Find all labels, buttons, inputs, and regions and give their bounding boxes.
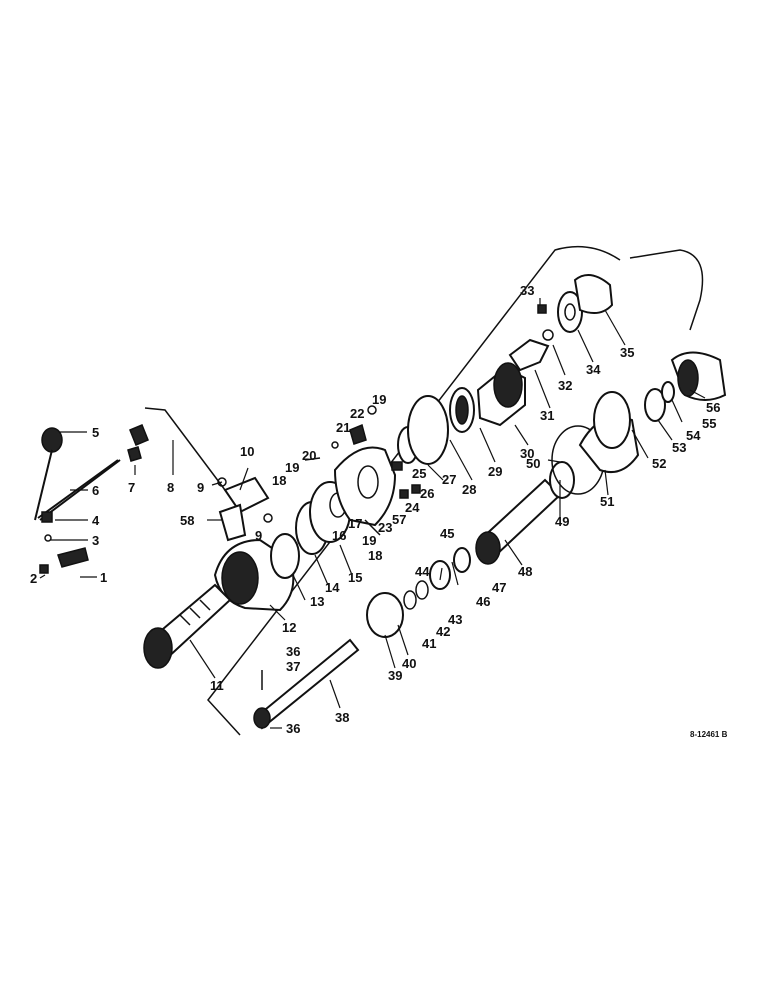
label-41: 41 bbox=[422, 636, 436, 651]
label-31: 31 bbox=[540, 408, 554, 423]
label-11: 11 bbox=[210, 678, 224, 693]
label-16: 16 bbox=[332, 528, 346, 543]
gear-group bbox=[476, 304, 554, 427]
label-12: 12 bbox=[282, 620, 296, 635]
label-29: 29 bbox=[488, 464, 502, 479]
label-46: 46 bbox=[476, 594, 490, 609]
main-housing-group bbox=[143, 538, 295, 669]
bracket-group bbox=[217, 476, 273, 542]
label-28: 28 bbox=[462, 482, 476, 497]
label-20: 20 bbox=[302, 448, 316, 463]
label-19b: 19 bbox=[372, 392, 386, 407]
label-30: 30 bbox=[520, 446, 534, 461]
label-51: 51 bbox=[600, 494, 614, 509]
label-49: 49 bbox=[555, 514, 569, 529]
label-24: 24 bbox=[405, 500, 420, 515]
label-36a: 36 bbox=[286, 644, 300, 659]
drawing-code: 8-12461 B bbox=[690, 730, 728, 739]
label-9b: 9 bbox=[255, 528, 262, 543]
label-22: 22 bbox=[350, 406, 364, 421]
label-54: 54 bbox=[686, 428, 701, 443]
label-56: 56 bbox=[706, 400, 720, 415]
label-21: 21 bbox=[336, 420, 350, 435]
label-52: 52 bbox=[652, 456, 666, 471]
label-35: 35 bbox=[620, 345, 634, 360]
label-13: 13 bbox=[310, 594, 324, 609]
label-8: 8 bbox=[167, 480, 174, 495]
carrier-housing-group bbox=[304, 405, 421, 536]
label-14: 14 bbox=[325, 580, 340, 595]
label-2: 2 bbox=[30, 571, 37, 586]
label-58: 58 bbox=[180, 513, 194, 528]
shaft-group-right bbox=[475, 351, 727, 565]
label-25: 25 bbox=[412, 466, 426, 481]
label-15: 15 bbox=[348, 570, 362, 585]
label-48: 48 bbox=[518, 564, 532, 579]
label-18b: 18 bbox=[368, 548, 382, 563]
label-40: 40 bbox=[402, 656, 416, 671]
label-36b: 36 bbox=[286, 721, 300, 736]
label-37: 37 bbox=[286, 659, 300, 674]
label-18a: 18 bbox=[272, 473, 286, 488]
label-44: 44 bbox=[415, 564, 430, 579]
label-32: 32 bbox=[558, 378, 572, 393]
output-shaft-group bbox=[253, 547, 471, 730]
label-27: 27 bbox=[442, 472, 456, 487]
label-42: 42 bbox=[436, 624, 450, 639]
label-19c: 19 bbox=[362, 533, 376, 548]
rings-group-b bbox=[397, 387, 475, 465]
connector-loop bbox=[207, 245, 704, 736]
label-34: 34 bbox=[586, 362, 601, 377]
label-55: 55 bbox=[702, 416, 716, 431]
label-43: 43 bbox=[448, 612, 462, 627]
label-45: 45 bbox=[440, 526, 454, 541]
label-23: 23 bbox=[378, 520, 392, 535]
label-6: 6 bbox=[92, 483, 99, 498]
label-4: 4 bbox=[92, 513, 100, 528]
label-1: 1 bbox=[100, 570, 107, 585]
part-labels: 1 2 3 4 5 6 7 8 9 10 9 11 12 13 14 15 16… bbox=[30, 283, 728, 739]
label-7: 7 bbox=[128, 480, 135, 495]
label-5: 5 bbox=[92, 425, 99, 440]
label-17: 17 bbox=[348, 516, 362, 531]
leader-lines bbox=[39, 298, 706, 729]
label-26: 26 bbox=[420, 486, 434, 501]
label-9a: 9 bbox=[197, 480, 204, 495]
label-38: 38 bbox=[335, 710, 349, 725]
label-10: 10 bbox=[240, 444, 254, 459]
label-19a: 19 bbox=[285, 460, 299, 475]
label-3: 3 bbox=[92, 533, 99, 548]
label-57: 57 bbox=[392, 512, 406, 527]
top-flange-group bbox=[557, 274, 614, 333]
label-39: 39 bbox=[388, 668, 402, 683]
label-50: 50 bbox=[526, 456, 540, 471]
label-33: 33 bbox=[520, 283, 534, 298]
label-53: 53 bbox=[672, 440, 686, 455]
label-47: 47 bbox=[492, 580, 506, 595]
